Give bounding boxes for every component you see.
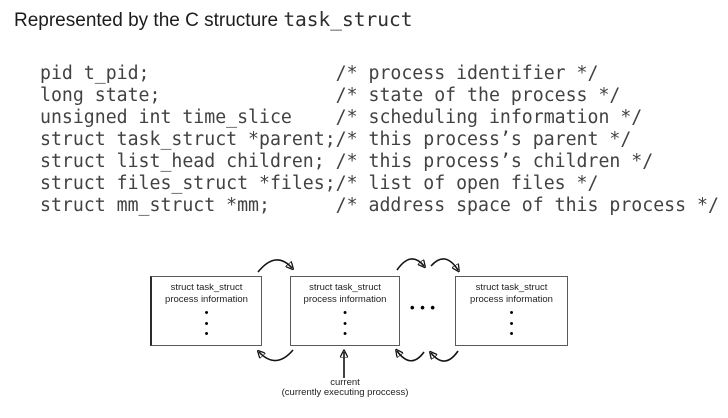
title-code-text: task_struct (283, 8, 413, 31)
code-line: struct task_struct *parent;/* this proce… (40, 129, 632, 150)
code-line: struct list_head children; /* this proce… (40, 151, 654, 172)
box-subtitle: process information (303, 293, 387, 305)
next-link-arrow-3 (430, 258, 458, 270)
vertical-ellipsis: • • • (509, 307, 514, 340)
current-sublabel: (currently executing proccess) (281, 387, 409, 398)
vertical-ellipsis: • • • (204, 307, 209, 340)
current-caption: current (currently executing proccess) (230, 377, 460, 398)
code-line: unsigned int time_slice /* scheduling in… (40, 107, 643, 128)
code-line: struct mm_struct *mm; /* address space o… (40, 195, 719, 216)
prev-link-arrow-2 (397, 351, 425, 362)
next-link-arrow-2 (396, 258, 424, 271)
prev-link-arrow-1 (259, 350, 294, 362)
box-title: struct task_struct (475, 282, 548, 293)
list-ellipsis: • • • (410, 300, 436, 315)
code-line: long state; /* state of the process */ (40, 85, 621, 106)
code-block: pid t_pid; /* process identifier */long … (40, 63, 719, 217)
next-link-arrow-1 (257, 259, 292, 273)
task-struct-box-1: struct task_struct process information •… (150, 276, 262, 346)
box-title: struct task_struct (309, 282, 381, 293)
task-struct-box-2: struct task_struct process information •… (290, 276, 400, 346)
code-line: pid t_pid; /* process identifier */ (40, 63, 599, 84)
code-line: struct files_struct *files;/* list of op… (40, 173, 599, 194)
current-label: current (330, 377, 360, 388)
task-struct-box-3: struct task_struct process information •… (455, 276, 568, 346)
prev-link-arrow-3 (431, 351, 459, 362)
page-title: Represented by the C structure task_stru… (14, 8, 412, 32)
box-title: struct task_struct (170, 282, 243, 293)
box-subtitle: process information (165, 293, 248, 305)
vertical-ellipsis: • • • (343, 307, 347, 340)
box-subtitle: process information (470, 293, 553, 305)
title-text: Represented by the C structure (14, 10, 284, 31)
